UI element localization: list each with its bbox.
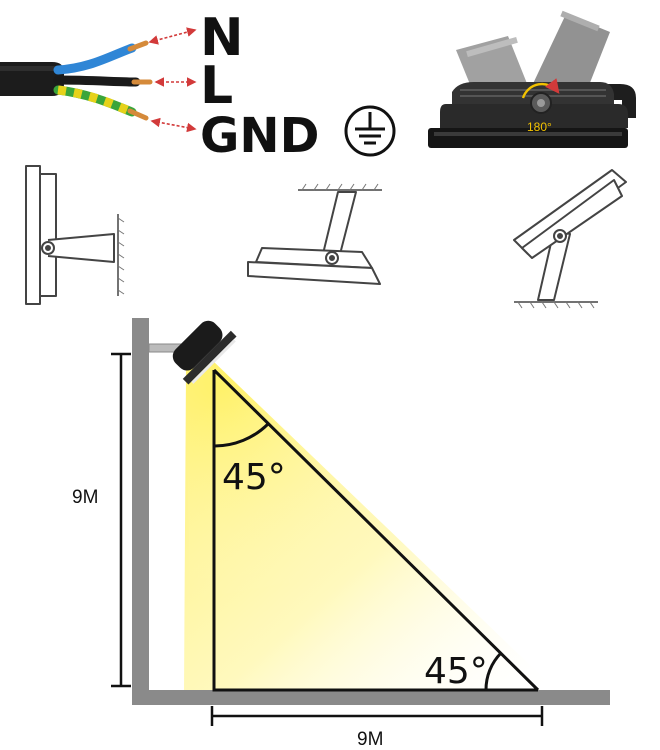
distance-label: 9M	[357, 729, 383, 750]
bottom-angle-arc	[484, 651, 503, 691]
top-angle-label: 45°	[222, 457, 286, 498]
live-label: L	[200, 56, 233, 116]
wall-mount-icon	[25, 165, 125, 305]
ground-mount-icon	[513, 169, 627, 309]
rotating-floodlight-icon: 180°	[428, 10, 636, 148]
ground-symbol-icon	[344, 105, 396, 157]
ceiling-mount-icon	[247, 183, 382, 285]
neutral-label: N	[200, 8, 244, 68]
wiring-section: N L GND	[0, 8, 396, 164]
cable-icon	[0, 40, 153, 121]
wire-arrows	[148, 27, 197, 133]
bottom-angle-label: 45°	[424, 651, 488, 692]
beam-triangle	[212, 368, 540, 692]
beam-angle-diagram: 45° 45° 9M 9M	[72, 318, 610, 750]
height-label: 9M	[72, 487, 98, 508]
mounted-floodlight-icon	[148, 320, 237, 385]
floor	[132, 690, 610, 705]
distance-dimension	[210, 706, 544, 726]
wall	[132, 318, 149, 705]
rotation-angle-label: 180°	[527, 120, 552, 134]
height-dimension	[111, 352, 131, 688]
mounting-options	[25, 165, 627, 309]
ground-label: GND	[200, 108, 319, 164]
top-angle-arc	[213, 422, 270, 448]
